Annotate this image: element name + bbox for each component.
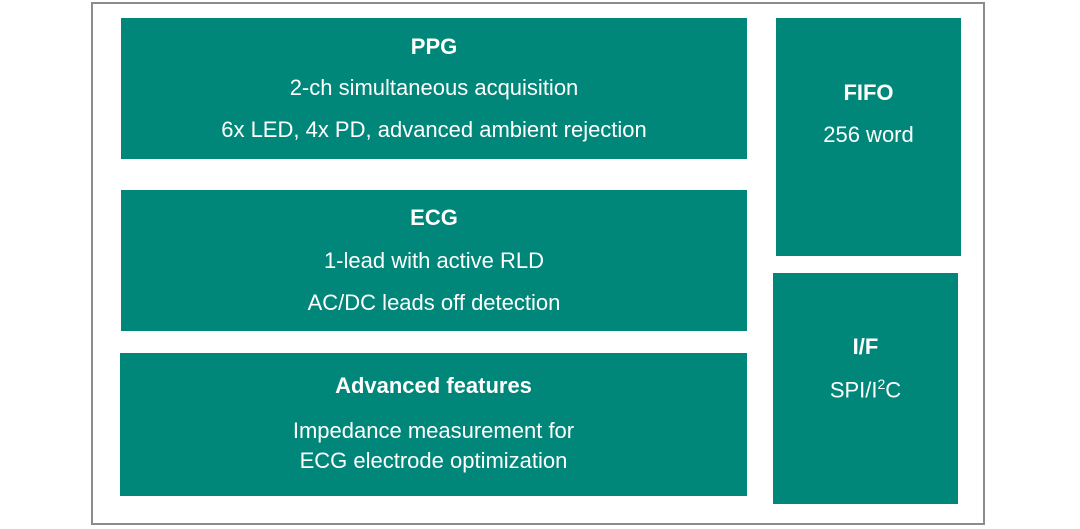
interface-line-1-prefix: SPI/I bbox=[829, 377, 878, 403]
fifo-line-1: 256 word bbox=[823, 122, 914, 147]
interface-block: I/F SPI/I2C bbox=[773, 273, 958, 504]
advanced-line-2: ECG electrode optimization bbox=[299, 448, 568, 473]
fifo-title: FIFO bbox=[843, 80, 894, 105]
ecg-title: ECG bbox=[410, 205, 458, 230]
ecg-line-1: 1-lead with active RLD bbox=[323, 248, 545, 273]
interface-title: I/F bbox=[852, 334, 879, 359]
interface-line-1-suffix: C bbox=[885, 377, 902, 403]
fifo-block: FIFO 256 word bbox=[776, 18, 961, 256]
interface-line-1: SPI/I2C bbox=[773, 377, 958, 401]
ppg-block: PPG 2-ch simultaneous acquisition 6x LED… bbox=[121, 18, 747, 159]
ecg-line-2: AC/DC leads off detection bbox=[307, 290, 561, 315]
ppg-title: PPG bbox=[410, 34, 458, 59]
advanced-features-block: Advanced features Impedance measurement … bbox=[120, 353, 747, 496]
advanced-title: Advanced features bbox=[335, 373, 532, 398]
ppg-line-2: 6x LED, 4x PD, advanced ambient rejectio… bbox=[221, 117, 647, 142]
ecg-block: ECG 1-lead with active RLD AC/DC leads o… bbox=[121, 190, 747, 331]
ppg-line-1: 2-ch simultaneous acquisition bbox=[289, 75, 579, 100]
advanced-line-1: Impedance measurement for bbox=[292, 418, 575, 443]
interface-line-1-superscript: 2 bbox=[877, 376, 886, 392]
